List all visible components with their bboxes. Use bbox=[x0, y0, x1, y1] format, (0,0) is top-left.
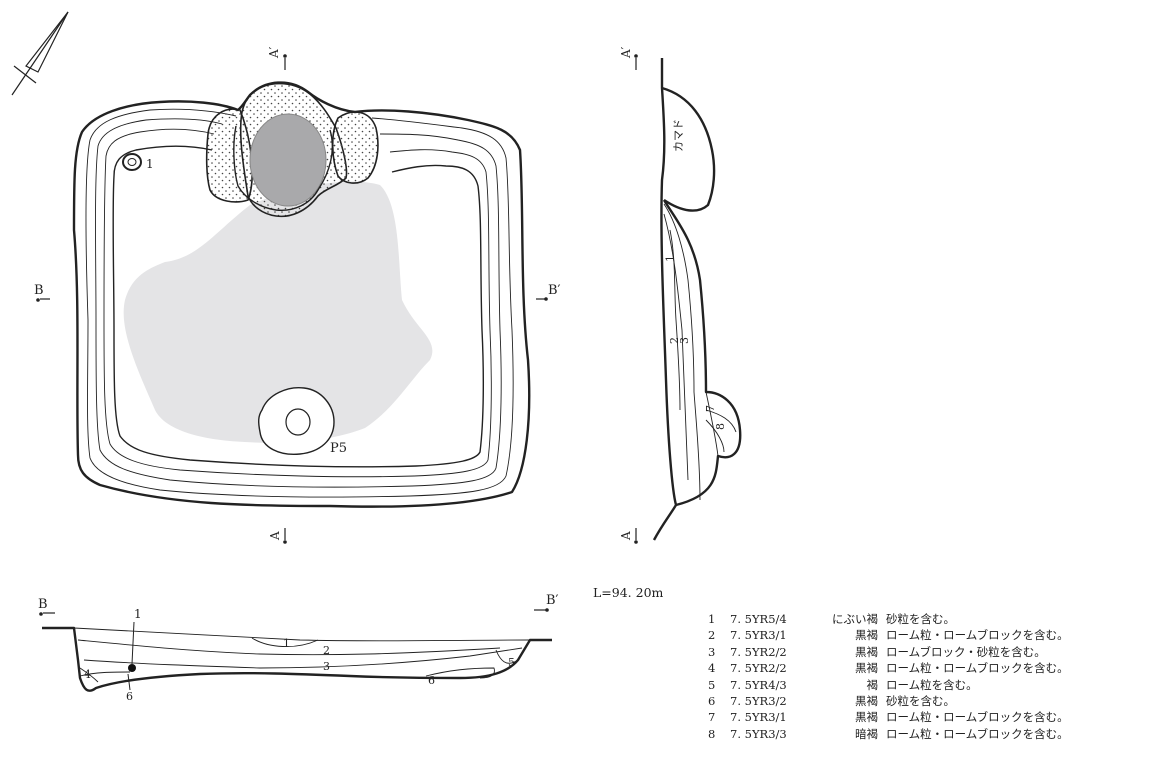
legend-code: 7. 5YR5/4 bbox=[730, 612, 787, 626]
legend-num: 2 bbox=[708, 628, 716, 643]
elevation-label: L=94. 20m bbox=[593, 585, 664, 600]
profile-a-prime-label: A′ bbox=[619, 46, 633, 59]
legend-desc: 砂粒を含む。 bbox=[886, 612, 955, 626]
plan-contour-2 bbox=[95, 118, 502, 488]
plan-b-point bbox=[36, 298, 40, 302]
profile-a-layer-3: 3 bbox=[678, 337, 691, 344]
legend-num: 1 bbox=[708, 612, 716, 626]
legend-code: 7. 5YR3/2 bbox=[730, 694, 787, 709]
plan-a-point bbox=[283, 540, 287, 544]
plan-b-label: B bbox=[34, 283, 44, 298]
plan-b-prime-label: B′ bbox=[548, 283, 561, 298]
legend-color: 暗褐 bbox=[855, 726, 878, 741]
legend-desc: ローム粒・ロームブロックを含む。 bbox=[886, 726, 1069, 741]
profile-a-layer-8: 8 bbox=[714, 423, 727, 430]
legend-num: 3 bbox=[708, 644, 716, 659]
north-arrow-icon bbox=[11, 11, 69, 96]
profile-b-find-point bbox=[128, 664, 136, 672]
legend-code: 7. 5YR4/3 bbox=[730, 677, 787, 692]
kamado-inner-outline bbox=[233, 125, 333, 211]
legend-num: 7 bbox=[708, 710, 716, 725]
profile-b-layer-1: 1 bbox=[283, 637, 290, 650]
profile-b-layer-6a: 6 bbox=[126, 690, 133, 703]
legend-num: 4 bbox=[708, 661, 716, 676]
legend-color: 黒褐 bbox=[855, 661, 878, 676]
legend-color: 黒褐 bbox=[855, 644, 878, 659]
legend-desc: ローム粒・ロームブロックを含む。 bbox=[886, 661, 1069, 676]
plan-view: 1 P5 A′ A B B′ bbox=[34, 46, 561, 544]
pit-p5 bbox=[257, 387, 335, 455]
profile-b-layer-5: 5 bbox=[508, 656, 515, 669]
legend-color: にぶい褐 bbox=[832, 612, 878, 626]
plan-a-prime-label: A′ bbox=[267, 46, 281, 59]
legend-desc: ローム粒を含む。 bbox=[886, 677, 978, 692]
profile-b-point-label: 1 bbox=[134, 607, 142, 621]
profile-a-label: A bbox=[619, 531, 633, 541]
legend-code: 7. 5YR3/1 bbox=[730, 710, 787, 725]
legend-row: 1 7. 5YR5/4 にぶい褐砂粒を含む。 bbox=[708, 611, 1148, 627]
plan-outer-rim bbox=[72, 81, 531, 508]
profile-b: B B′ 1 1 2 3 4 5 6 6 bbox=[38, 593, 559, 703]
profile-b-right-label: B′ bbox=[546, 593, 559, 608]
profile-a-layer-2: 2 bbox=[668, 337, 681, 344]
profile-b-layer-4: 4 bbox=[84, 668, 91, 681]
profile-b-layer-3: 3 bbox=[323, 660, 330, 673]
legend-desc: 砂粒を含む。 bbox=[886, 694, 955, 709]
legend-color: 黒褐 bbox=[855, 694, 878, 709]
legend-row: 7 7. 5YR3/1 黒褐ローム粒・ロームブロックを含む。 bbox=[708, 709, 1148, 725]
legend-color: 黒褐 bbox=[855, 710, 878, 725]
plan-contour-1 bbox=[85, 108, 514, 498]
pit-1 bbox=[122, 153, 142, 171]
legend-color: 褐 bbox=[866, 677, 879, 692]
legend-code: 7. 5YR2/2 bbox=[730, 661, 787, 676]
legend-code: 7. 5YR3/1 bbox=[730, 628, 787, 643]
pit-1-label: 1 bbox=[146, 157, 154, 171]
legend-row: 4 7. 5YR2/2 黒褐ローム粒・ロームブロックを含む。 bbox=[708, 660, 1148, 676]
legend-num: 5 bbox=[708, 677, 716, 692]
profile-b-layer-2: 2 bbox=[323, 644, 330, 657]
legend-num: 8 bbox=[708, 726, 716, 741]
legend-row: 8 7. 5YR3/3 暗褐ローム粒・ロームブロックを含む。 bbox=[708, 726, 1148, 742]
plan-b-prime-point bbox=[544, 297, 548, 301]
legend-row: 3 7. 5YR2/2 黒褐ロームブロック・砂粒を含む。 bbox=[708, 644, 1148, 660]
legend-color: 黒褐 bbox=[855, 628, 878, 643]
legend-desc: ロームブロック・砂粒を含む。 bbox=[886, 644, 1046, 659]
legend-desc: ローム粒・ロームブロックを含む。 bbox=[886, 710, 1069, 725]
plan-contour-inner bbox=[112, 145, 485, 468]
kamado-right-flue bbox=[331, 111, 379, 184]
legend-code: 7. 5YR3/3 bbox=[730, 726, 787, 741]
plan-a-prime-point bbox=[283, 54, 287, 58]
legend-code: 7. 5YR2/2 bbox=[730, 644, 787, 659]
profile-a-prime-point bbox=[634, 54, 638, 58]
pit-p5-label: P5 bbox=[330, 441, 347, 456]
profile-b-left-label: B bbox=[38, 597, 48, 612]
plan-contour-3 bbox=[103, 128, 492, 478]
profile-a-layer-1: 1 bbox=[664, 255, 677, 262]
profile-a-layer-7: 7 bbox=[704, 405, 717, 412]
legend-desc: ローム粒・ロームブロックを含む。 bbox=[886, 628, 1069, 643]
profile-a: A′ A カマド 1 2 3 7 8 bbox=[619, 46, 742, 544]
plan-floor-area bbox=[123, 181, 433, 443]
legend-row: 5 7. 5YR4/3 褐ローム粒を含む。 bbox=[708, 677, 1148, 693]
kamado-fire-pit bbox=[249, 113, 327, 207]
legend-num: 6 bbox=[708, 694, 716, 709]
legend-row: 6 7. 5YR3/2 黒褐砂粒を含む。 bbox=[708, 693, 1148, 709]
profile-b-layer-6b: 6 bbox=[428, 674, 435, 687]
profile-a-point bbox=[634, 540, 638, 544]
plan-a-label: A bbox=[268, 531, 282, 541]
legend-row: 2 7. 5YR3/1 黒褐ローム粒・ロームブロックを含む。 bbox=[708, 627, 1148, 643]
kamado-label: カマド bbox=[672, 119, 685, 152]
